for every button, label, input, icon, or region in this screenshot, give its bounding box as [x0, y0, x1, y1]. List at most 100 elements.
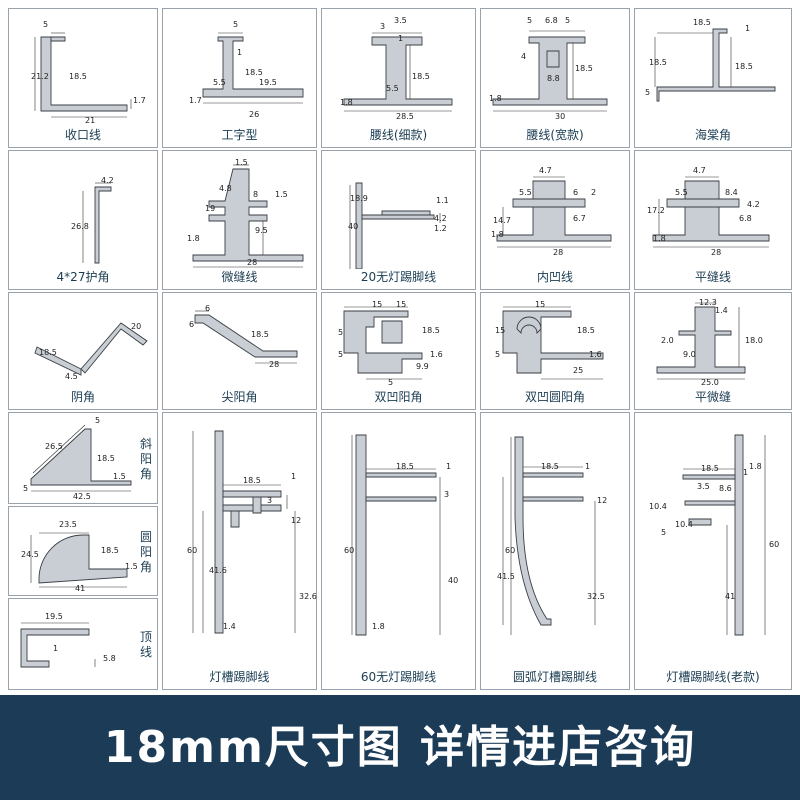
dimension-label: 4.2	[747, 200, 760, 209]
profile-caption: 腰线(细款)	[369, 128, 428, 142]
dimension-label: 1	[398, 34, 403, 43]
dimension-label: 32.6	[299, 592, 317, 601]
dimension-label: 12	[597, 496, 607, 505]
profile-caption: 灯槽踢脚线(老款)	[666, 670, 760, 684]
profile-shape	[381, 320, 403, 344]
profile-shape	[492, 36, 608, 106]
dimension-label: 28	[269, 360, 279, 369]
profile-shape	[381, 210, 431, 216]
profile-caption: 灯槽踢脚线	[209, 670, 270, 684]
dimension-label: 2.0	[661, 336, 674, 345]
dimension-label: 41.5	[497, 572, 515, 581]
dimension-label: 25	[573, 366, 583, 375]
dimension-label: 5	[527, 16, 532, 25]
dimension-label: 6.8	[545, 16, 558, 25]
dimension-label: 41	[75, 584, 85, 593]
dimension-label: 5.5	[675, 188, 688, 197]
profile-shape	[222, 490, 282, 498]
dimension-label: 5	[233, 20, 238, 29]
profile-shape	[365, 496, 437, 502]
profile-shape	[222, 504, 282, 512]
profile-caption: 双凹阳角	[374, 390, 423, 404]
profile-shape	[546, 50, 560, 68]
dimension-label: 15	[495, 326, 505, 335]
profile-caption: 内凹线	[536, 270, 573, 284]
dimension-label: 1	[53, 644, 58, 653]
profile-shape	[682, 474, 736, 480]
dimension-label: 6	[205, 304, 210, 313]
dimension-label: 12	[291, 516, 301, 525]
dimension-label: 28.5	[396, 112, 414, 121]
dimension-label: 18.5	[245, 68, 263, 77]
dimension-label: 1.8	[187, 234, 200, 243]
profile-drawing: 19.5 1 5.8	[20, 612, 116, 668]
profile-caption: 圆弧灯槽踢脚线	[512, 670, 597, 684]
profile-shape	[666, 198, 740, 208]
dimension-label: 60	[344, 546, 354, 555]
dimension-label: 18.5	[577, 326, 595, 335]
profile-shape	[516, 316, 542, 335]
dimension-label: 1.8	[491, 230, 504, 239]
dimension-label: 1.7	[133, 96, 146, 105]
dimension-label: 1	[745, 24, 750, 33]
dimension-label: 5	[645, 88, 650, 97]
dimension-label: 1	[291, 472, 296, 481]
profile-shape	[192, 168, 304, 262]
profile-caption: 海棠角	[694, 128, 731, 142]
dimension-label: 18.5	[693, 18, 711, 27]
dimension-label: 1	[446, 462, 451, 471]
dimension-label: 6	[189, 320, 194, 329]
dimension-label: 5	[95, 416, 100, 425]
profile-caption: 平缝线	[694, 270, 731, 284]
profile-shape	[230, 510, 240, 528]
dimension-label: 5	[495, 350, 500, 359]
profile-shape	[355, 434, 367, 636]
dimension-label: 8.4	[725, 188, 738, 197]
dimension-label: 6.8	[739, 214, 752, 223]
profile-shape	[522, 496, 584, 502]
dimension-label: 5.8	[103, 654, 116, 663]
profile-shape	[252, 496, 262, 514]
dimension-label: 1.8	[653, 234, 666, 243]
dimension-label: 26	[249, 110, 259, 119]
profile-shape	[688, 518, 712, 526]
dimension-label: 19.5	[45, 612, 63, 621]
dimension-label: 28	[553, 248, 563, 257]
dimension-label: 1.4	[223, 622, 236, 631]
profile-shape	[355, 182, 363, 269]
dimension-label: 5	[338, 328, 343, 337]
dimension-label: 3	[267, 496, 272, 505]
dimension-label: 1	[585, 462, 590, 471]
dimension-label: 18.5	[101, 546, 119, 555]
profile-shape	[684, 500, 736, 506]
dimension-label: 12.3	[699, 298, 717, 307]
dimension-label: 18.5	[422, 326, 440, 335]
dimension-label: 60	[769, 540, 779, 549]
dimension-label: 18.5	[97, 454, 115, 463]
profile-shape	[214, 430, 224, 634]
dimension-label: 9.9	[416, 362, 429, 371]
dimension-label: 1.8	[372, 622, 385, 631]
dimension-label: 1.7	[189, 96, 202, 105]
dimension-label: 10.4	[649, 502, 667, 511]
dimension-label: 28	[247, 258, 257, 267]
